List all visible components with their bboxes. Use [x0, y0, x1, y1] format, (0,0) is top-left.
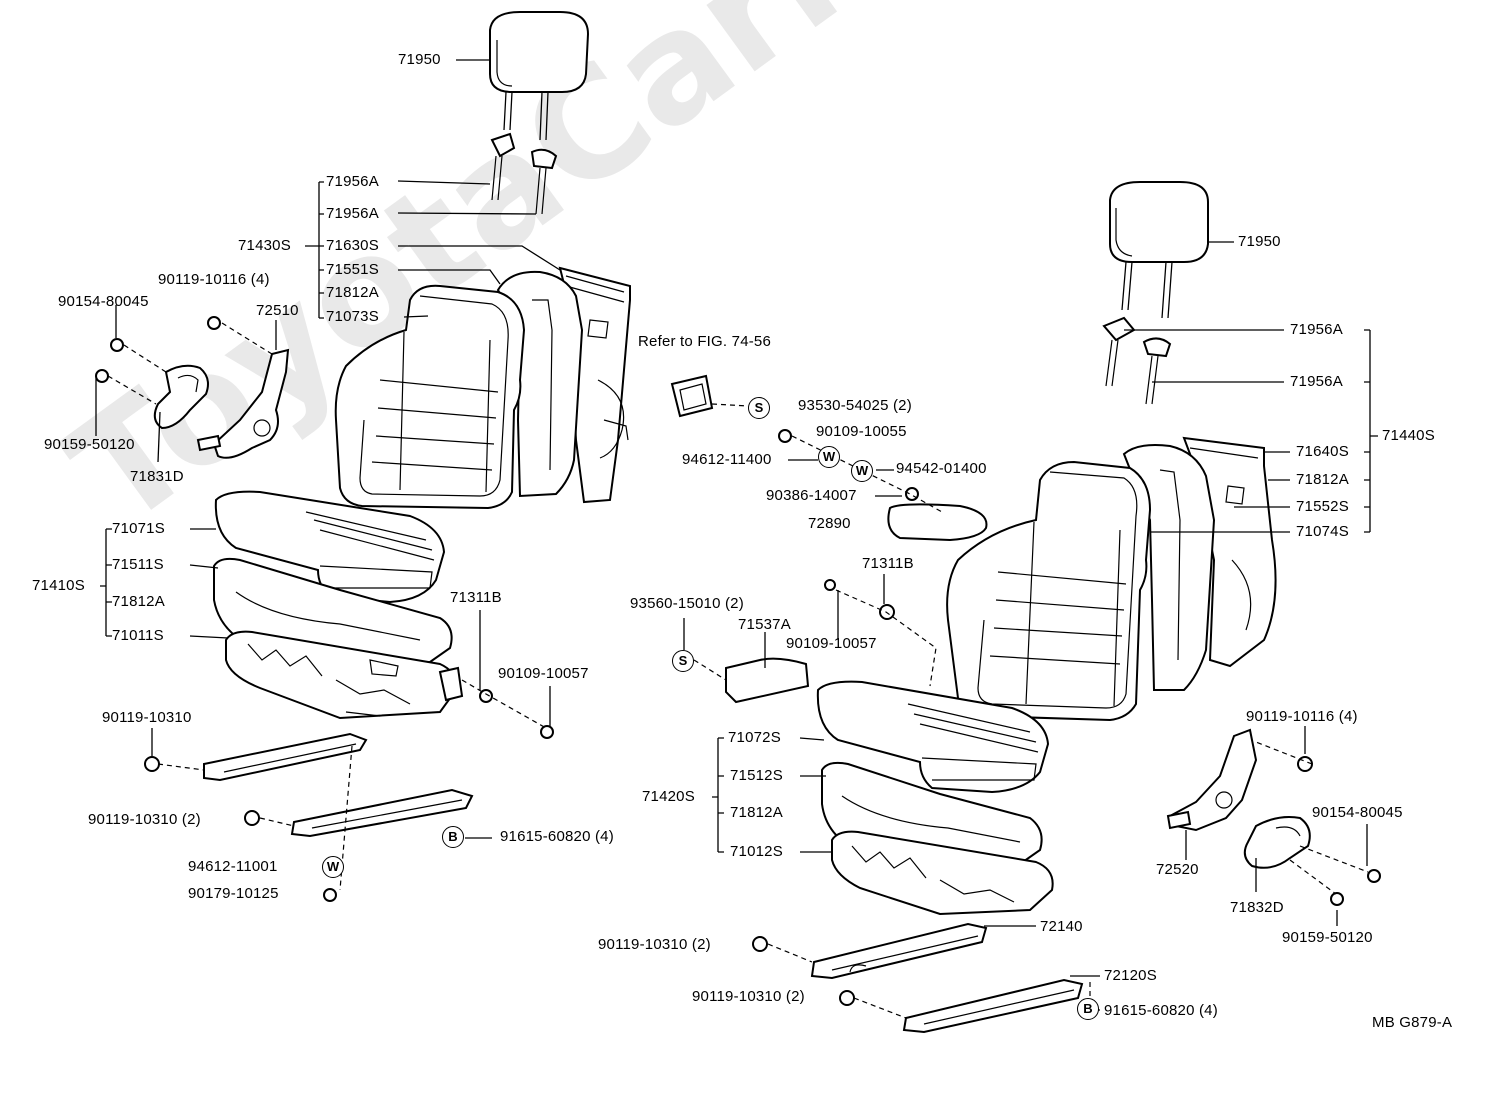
label-right-cushion-cover: 71072S: [728, 729, 781, 746]
label-right-hinge-cover: 71832D: [1230, 899, 1284, 916]
b-symbol-right: B: [1077, 998, 1099, 1020]
label-armrest: 72890: [808, 515, 851, 532]
label-left-hinge-cover: 71831D: [130, 468, 184, 485]
center-parts-drawing: [670, 374, 988, 704]
label-switch-screw: 93530-54025 (2): [798, 397, 912, 414]
label-right-support-1: 71956A: [1290, 321, 1343, 338]
label-left-bolt-stopper: 90109-10057: [498, 665, 589, 682]
label-left-screw-cover: 90159-50120: [44, 436, 135, 453]
label-right-back-cover: 71074S: [1296, 523, 1349, 540]
label-left-cushion-clip: 71812A: [112, 593, 165, 610]
dashed-lines: [107, 322, 1369, 1019]
label-cover: 71537A: [738, 616, 791, 633]
label-right-cushion-pad: 71512S: [730, 767, 783, 784]
label-rail-outer: 72120S: [1104, 967, 1157, 984]
left-rails-drawing: [144, 689, 554, 902]
label-left-bolt-rail-2: 90119-10310 (2): [88, 811, 201, 828]
label-bolt-armrest: 90386-14007: [766, 487, 857, 504]
label-left-cushion-pad: 71511S: [112, 556, 164, 573]
w-symbol-1: W: [818, 446, 840, 468]
label-left-back-assy: 71430S: [238, 237, 291, 254]
label-right-bolt-rail-1: 90119-10310 (2): [598, 936, 711, 953]
label-washer-2: 94542-01400: [896, 460, 987, 477]
label-left-back-cover: 71073S: [326, 308, 379, 325]
right-rails-drawing: [752, 922, 1084, 1034]
label-right-cushion-frame: 71012S: [730, 843, 783, 860]
label-right-hinge: 72520: [1156, 861, 1199, 878]
label-left-support-2: 71956A: [326, 205, 379, 222]
label-right-back-clip: 71812A: [1296, 471, 1349, 488]
left-seatback-drawing: [334, 266, 631, 510]
label-right-bolt-top: 90119-10116 (4): [1246, 708, 1358, 725]
left-cushion-drawing: [213, 490, 464, 720]
label-left-back-clip: 71812A: [326, 284, 379, 301]
label-left-cushion-assy: 71410S: [32, 577, 85, 594]
right-headrest-drawing: [1102, 181, 1209, 405]
label-left-washer: 94612-11001: [188, 858, 278, 875]
label-center-stopper: 71311B: [862, 555, 914, 572]
label-right-cushion-clip: 71812A: [730, 804, 783, 821]
label-left-nut: 90179-10125: [188, 885, 279, 902]
label-rail-inner: 72140: [1040, 918, 1083, 935]
label-right-back-pad: 71552S: [1296, 498, 1349, 515]
label-left-headrest: 71950: [398, 51, 441, 68]
b-symbol-left: B: [442, 826, 464, 848]
label-screw-s: 93560-15010 (2): [630, 595, 744, 612]
label-left-cushion-cover: 71071S: [112, 520, 165, 537]
label-right-bolt-hinge: 90154-80045: [1312, 804, 1403, 821]
label-left-hinge: 72510: [256, 302, 299, 319]
label-left-bolt-hinge: 90154-80045: [58, 293, 149, 310]
leader-lines-left: [95, 59, 561, 839]
label-washer-1: 94612-11400: [682, 451, 772, 468]
label-reference-note: Refer to FIG. 74-56: [638, 333, 772, 350]
label-left-back-pad: 71551S: [326, 261, 379, 278]
w-symbol-left: W: [322, 856, 344, 878]
label-right-bolt-rail-2: 90119-10310 (2): [692, 988, 805, 1005]
label-right-back-frame: 71640S: [1296, 443, 1349, 460]
label-right-cushion-assy: 71420S: [642, 788, 695, 805]
s-symbol-cover: S: [672, 650, 694, 672]
right-seatback-drawing: [946, 436, 1277, 722]
label-left-cushion-frame: 71011S: [112, 627, 164, 644]
label-right-back-assy: 71440S: [1382, 427, 1435, 444]
left-headrest-drawing: [489, 11, 590, 215]
figure-code: MB G879-A: [1372, 1014, 1453, 1031]
label-right-headrest: 71950: [1238, 233, 1281, 250]
label-left-stopper: 71311B: [450, 589, 502, 606]
s-symbol-switch: S: [748, 397, 770, 419]
label-right-screw-cover: 90159-50120: [1282, 929, 1373, 946]
label-right-support-2: 71956A: [1290, 373, 1343, 390]
left-hinge-drawing: [95, 316, 290, 459]
label-bolt-arm: 90109-10055: [816, 423, 907, 440]
label-left-support-1: 71956A: [326, 173, 379, 190]
label-right-bolt-b: 91615-60820 (4): [1104, 1002, 1218, 1019]
right-cushion-drawing: [816, 680, 1054, 916]
label-center-bolt-stopper: 90109-10057: [786, 635, 877, 652]
label-left-back-frame: 71630S: [326, 237, 379, 254]
label-left-bolt-rail: 90119-10310: [102, 709, 192, 726]
label-left-bolt-b: 91615-60820 (4): [500, 828, 614, 845]
w-symbol-2: W: [851, 460, 873, 482]
label-left-bolt-top: 90119-10116 (4): [158, 271, 270, 288]
